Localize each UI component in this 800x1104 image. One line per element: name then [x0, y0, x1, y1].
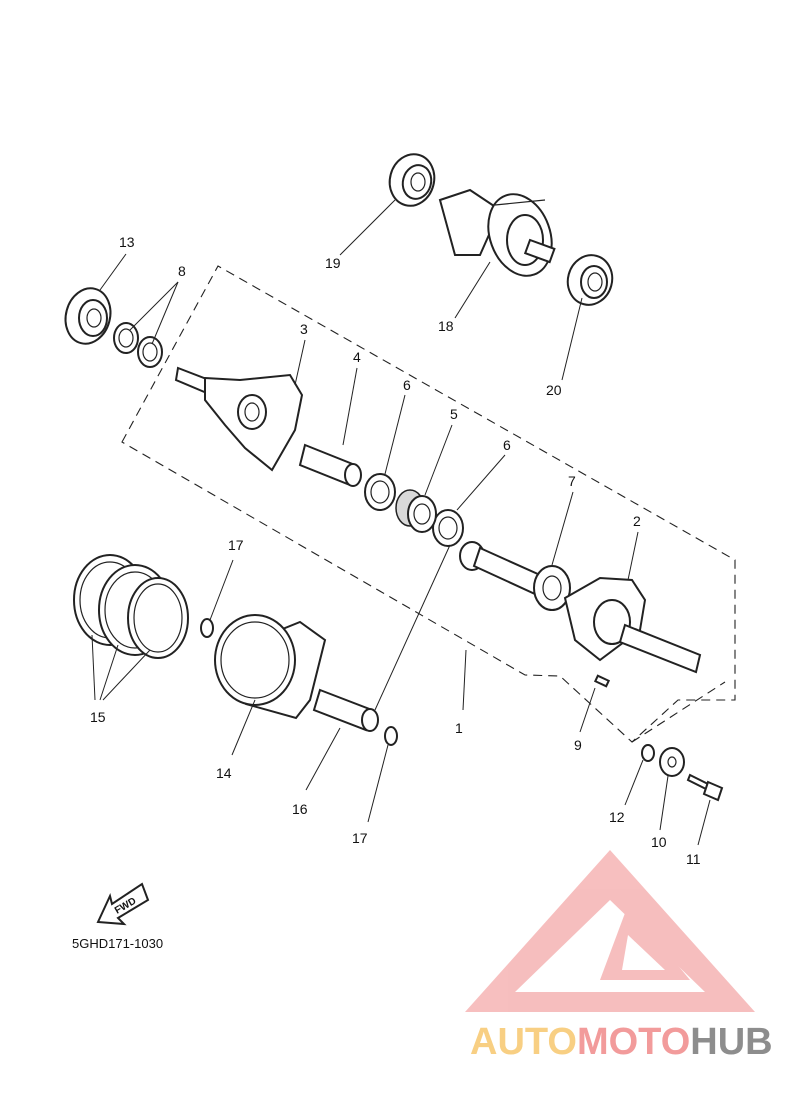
callout-11: 11 — [686, 851, 701, 867]
callout-3: 3 — [300, 321, 308, 337]
callout-15: 15 — [90, 709, 106, 725]
callout-12: 12 — [609, 809, 625, 825]
bolt-11 — [686, 773, 724, 802]
crankshaft-right-2 — [563, 576, 702, 674]
callout-9: 9 — [574, 737, 582, 753]
washer-10 — [659, 747, 685, 777]
callout-18: 18 — [438, 318, 454, 334]
crank-pin-4 — [298, 443, 362, 487]
callout-17a: 17 — [228, 537, 244, 553]
crankshaft-left-3 — [174, 366, 304, 472]
boundary-extension — [631, 681, 726, 743]
washer-6a — [364, 473, 396, 511]
callout-17b: 17 — [352, 830, 368, 846]
watermark-text: AUTOMOTOHUB — [470, 1021, 773, 1063]
callout-8: 8 — [178, 263, 186, 279]
callout-20: 20 — [546, 382, 562, 398]
diagram-code: 5GHD171-1030 — [72, 936, 163, 951]
piston-14 — [214, 614, 327, 720]
callout-14: 14 — [216, 765, 232, 781]
callout-4: 4 — [353, 349, 361, 365]
bearing-13 — [64, 287, 112, 345]
callout-1: 1 — [455, 720, 463, 736]
balancer-shaft-18 — [438, 188, 556, 277]
fwd-arrow-icon: FWD — [96, 882, 150, 926]
piston-rings-15 — [73, 554, 189, 659]
callout-6b: 6 — [503, 437, 511, 453]
piston-pin-clip-17b — [384, 726, 398, 746]
watermark-auto: AUTO — [470, 1021, 577, 1063]
callout-19: 19 — [325, 255, 341, 271]
crankshaft-assembly-boundary — [121, 265, 736, 743]
callout-10: 10 — [651, 834, 667, 850]
shims-8 — [113, 322, 163, 368]
callout-13: 13 — [119, 234, 135, 250]
key-9 — [593, 674, 611, 688]
callout-2: 2 — [633, 513, 641, 529]
connecting-rod-7 — [459, 541, 571, 611]
bearing-20 — [566, 254, 614, 306]
washer-6b — [432, 509, 464, 547]
callout-16: 16 — [292, 801, 308, 817]
watermark-moto: MOTO — [577, 1021, 690, 1063]
leader-lines — [91, 199, 711, 846]
watermark-logo — [465, 850, 755, 1012]
piston-pin-clip-17a — [200, 618, 214, 638]
needle-bearing-5 — [395, 489, 437, 533]
piston-pin-16 — [312, 688, 379, 732]
watermark-hub: HUB — [690, 1021, 772, 1063]
circlip-12 — [641, 744, 655, 762]
callout-6a: 6 — [403, 377, 411, 393]
callout-5: 5 — [450, 406, 458, 422]
callout-7: 7 — [568, 473, 576, 489]
bearing-19 — [388, 153, 436, 207]
callout-labels: 13 8 19 18 20 3 4 6 5 6 7 2 17 1 9 15 14… — [90, 234, 701, 867]
